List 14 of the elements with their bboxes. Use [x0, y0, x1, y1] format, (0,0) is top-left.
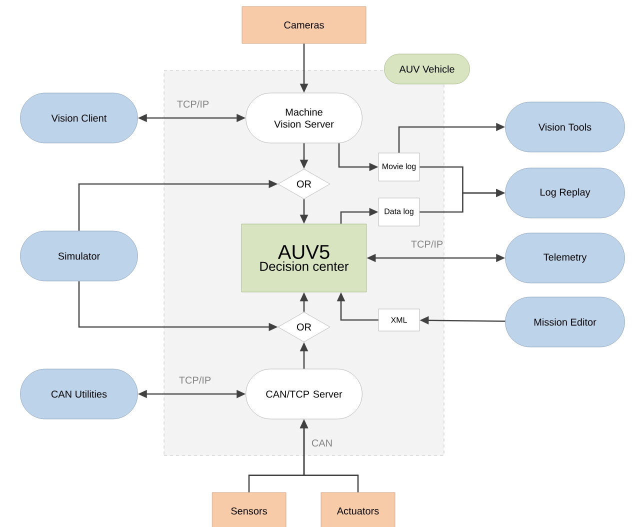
application-pill: Log Replay — [505, 168, 625, 218]
hardware-box: Sensors — [212, 492, 286, 527]
application-pill: Mission Editor — [505, 296, 625, 348]
application-pill: CAN Utilities — [20, 368, 138, 420]
application-pill: Vision Tools — [505, 102, 625, 152]
hardware-box: Actuators — [320, 492, 396, 527]
application-pill: Telemetry — [505, 232, 625, 284]
server-pill: Machine Vision Server — [246, 92, 362, 144]
application-pill: Simulator — [20, 230, 138, 282]
server-pill: CAN/TCP Server — [246, 368, 362, 420]
group-label: AUV Vehicle — [384, 54, 470, 84]
process-box: AUV5 Decision center — [241, 224, 367, 292]
application-pill: Vision Client — [20, 92, 138, 144]
hardware-box: Cameras — [242, 6, 366, 44]
